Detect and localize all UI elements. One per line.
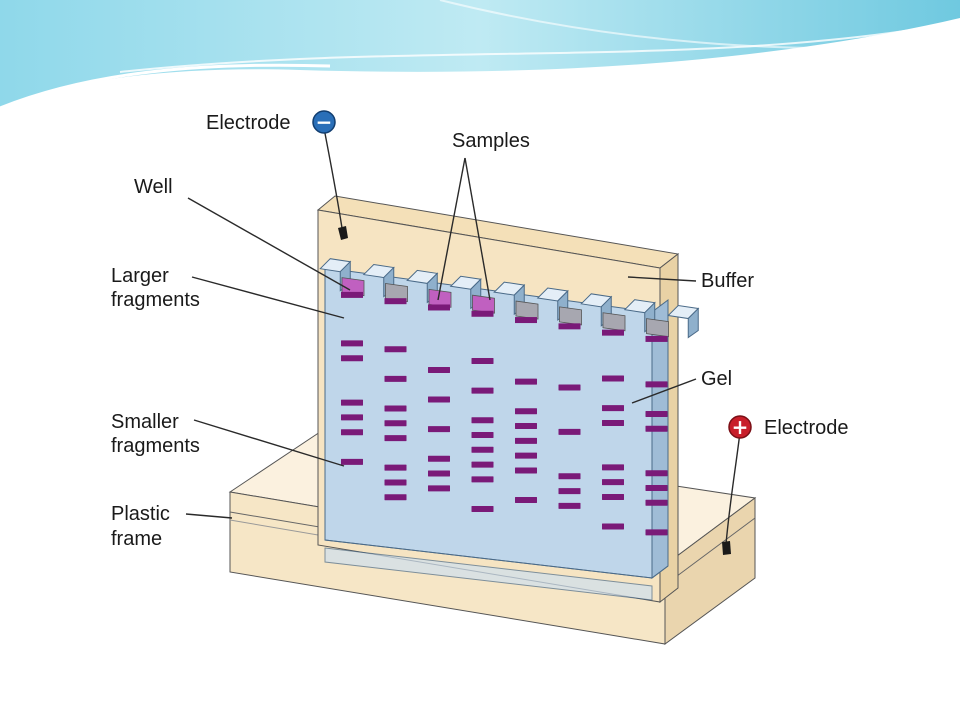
loaded-sample-well: [341, 277, 365, 297]
label-samples: Samples: [452, 130, 530, 152]
dna-band: [428, 366, 450, 373]
well-sample-band: [341, 291, 363, 298]
dna-band: [341, 355, 363, 362]
dna-bands: [341, 291, 668, 536]
dna-band: [384, 494, 407, 501]
leader-lines: [185, 157, 697, 519]
label-buffer: Buffer: [701, 270, 754, 292]
positive-terminal-icon: [728, 415, 752, 439]
label-plastic-frame-1: Plastic: [111, 503, 170, 525]
dna-band: [341, 414, 363, 421]
dna-band: [471, 446, 494, 453]
sample-well: [385, 283, 408, 302]
dna-band: [515, 497, 537, 504]
dna-band: [645, 485, 668, 492]
dna-band: [645, 499, 668, 506]
negative-electrode: −: [312, 110, 348, 240]
plus-sign: +: [732, 415, 749, 439]
dna-band: [515, 467, 537, 474]
dna-band: [384, 346, 407, 353]
minus-sign: −: [316, 110, 333, 134]
dna-band: [471, 505, 494, 512]
dna-band: [558, 502, 581, 509]
dna-band: [428, 426, 450, 433]
dna-band: [558, 428, 581, 435]
dna-band: [341, 340, 363, 347]
dna-band: [384, 464, 407, 471]
label-gel: Gel: [701, 368, 732, 390]
positive-electrode: +: [722, 415, 752, 555]
diagram-labels: Electrode Samples Well Larger fragments …: [111, 112, 849, 550]
well-sample-band: [602, 329, 624, 336]
dna-band: [428, 455, 450, 462]
dna-band: [602, 493, 624, 500]
label-larger-fragments-2: fragments: [111, 289, 200, 311]
comb-tooth-side: [687, 307, 699, 339]
label-electrode-negative: Electrode: [206, 112, 291, 134]
dna-band: [602, 464, 624, 471]
dna-band: [558, 473, 581, 480]
dna-band: [645, 381, 668, 388]
sample-wells: [341, 277, 669, 338]
dna-band: [384, 405, 407, 412]
dna-band: [515, 423, 537, 430]
dna-band: [341, 429, 363, 436]
dna-band: [645, 529, 668, 536]
well-sample-band: [558, 323, 581, 330]
dna-band: [645, 425, 668, 432]
dna-band: [515, 408, 537, 415]
dna-band: [471, 357, 494, 364]
well-sample-band: [428, 304, 450, 311]
dna-band: [471, 476, 494, 483]
dna-band: [602, 479, 624, 486]
dna-band: [428, 396, 450, 403]
dna-band: [602, 419, 624, 426]
label-plastic-frame-2: frame: [111, 528, 162, 550]
gel-comb-teeth: [319, 258, 700, 339]
dna-band: [471, 417, 494, 424]
dna-band: [558, 488, 581, 495]
dna-band: [471, 387, 494, 394]
dna-band: [645, 470, 668, 477]
well-sample-band: [471, 310, 494, 317]
dna-band: [515, 437, 537, 444]
label-smaller-fragments-2: fragments: [111, 435, 200, 457]
loaded-sample-well: [428, 288, 452, 308]
well-sample-band: [384, 298, 407, 305]
dna-band: [471, 461, 494, 468]
dna-band: [428, 485, 450, 492]
dna-band: [384, 420, 407, 427]
dna-band: [471, 431, 494, 438]
dna-band: [515, 452, 537, 459]
label-larger-fragments-1: Larger: [111, 265, 169, 287]
slide-banner: [0, 0, 960, 110]
sample-well: [515, 300, 539, 320]
dna-band: [341, 458, 363, 465]
loaded-sample-well: [472, 294, 495, 314]
sample-well: [646, 318, 669, 338]
label-well: Well: [134, 176, 173, 198]
dna-band: [515, 378, 537, 385]
dna-band: [602, 523, 624, 530]
label-smaller-fragments-1: Smaller: [111, 411, 179, 433]
dna-band: [384, 479, 407, 486]
well-sample-band: [515, 317, 537, 324]
dna-band: [384, 435, 407, 442]
sample-well: [559, 306, 582, 326]
dna-band: [341, 399, 363, 406]
label-electrode-positive: Electrode: [764, 417, 849, 439]
dna-band: [645, 411, 668, 418]
negative-terminal-icon: [312, 110, 336, 134]
dna-band: [384, 375, 407, 382]
dna-band: [428, 470, 450, 477]
dna-band: [558, 384, 581, 391]
sample-well: [602, 312, 626, 332]
well-sample-band: [645, 335, 668, 342]
dna-band: [602, 405, 624, 412]
dna-band: [602, 375, 624, 382]
